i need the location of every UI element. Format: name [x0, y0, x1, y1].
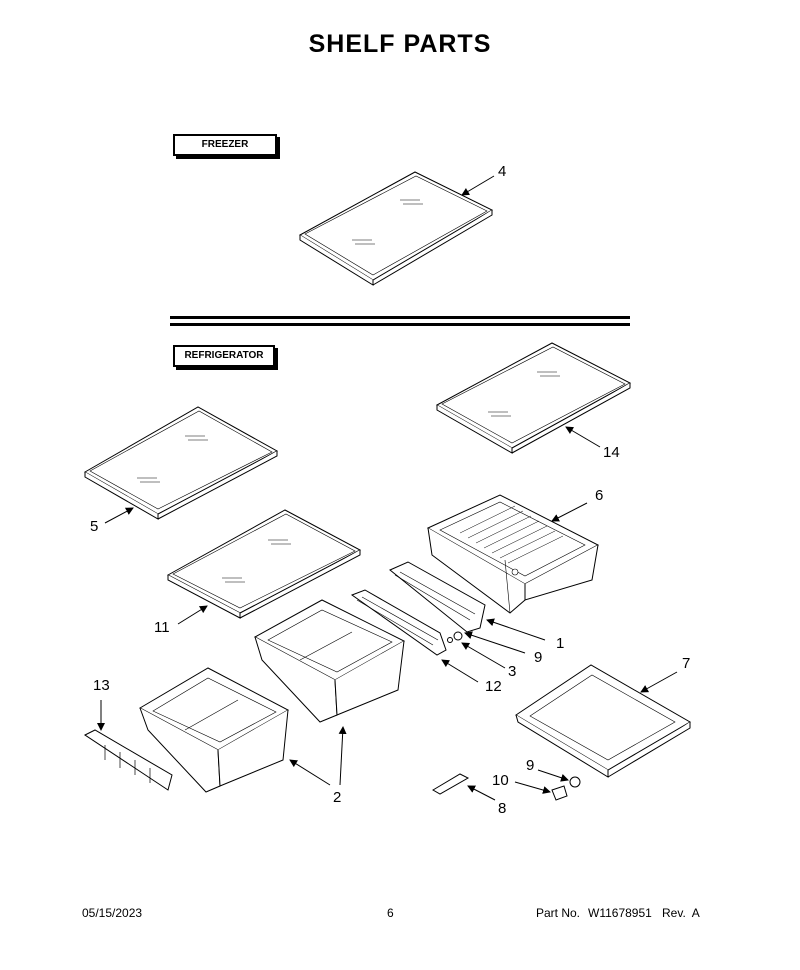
callout-1: 1	[556, 635, 565, 652]
part-2-crisper-drawer-left	[138, 667, 290, 793]
leader-10	[514, 781, 551, 794]
page-title: SHELF PARTS	[308, 30, 492, 58]
leader-4	[461, 175, 495, 196]
part-13-bracket	[84, 729, 173, 791]
callout-12: 12	[485, 678, 502, 695]
callout-13: 13	[93, 677, 110, 694]
part-11-shelf	[166, 509, 362, 619]
footer-revision: Rev. A	[662, 906, 700, 920]
leader-6	[551, 502, 588, 522]
footer-date: 05/15/2023	[82, 906, 143, 920]
callout-7: 7	[682, 655, 691, 672]
leader-12	[441, 659, 479, 683]
freezer-section-label: FREEZER	[173, 134, 277, 156]
callout-8: 8	[498, 800, 507, 817]
part-3-roller	[447, 631, 463, 643]
footer-page-number: 6	[387, 906, 394, 920]
leader-2b	[338, 726, 347, 786]
part-12-rail	[350, 589, 447, 656]
leader-8	[467, 785, 496, 801]
part-9-knob	[569, 776, 581, 788]
leader-14	[565, 426, 601, 448]
footer-part-number: W11678951	[588, 906, 652, 920]
part-14-shelf	[435, 342, 632, 454]
leader-5	[104, 507, 134, 524]
callout-3: 3	[508, 663, 517, 680]
callout-14: 14	[603, 444, 620, 461]
refrigerator-section-label: REFRIGERATOR	[173, 345, 275, 367]
part-10-roller	[551, 785, 568, 801]
callout-10: 10	[492, 772, 509, 789]
callout-9-top: 9	[534, 649, 543, 666]
part-1-rail	[389, 561, 486, 633]
section-divider	[170, 316, 630, 326]
callout-2: 2	[333, 789, 342, 806]
leader-11	[177, 605, 208, 625]
callout-5: 5	[90, 518, 99, 535]
leader-3	[461, 642, 506, 669]
part-5-shelf	[83, 406, 279, 520]
part-4-freezer-shelf	[299, 171, 494, 286]
callout-11: 11	[154, 619, 170, 636]
part-7-cover	[515, 664, 691, 778]
footer-part-label: Part No.	[536, 906, 581, 920]
part-8-clip	[432, 773, 470, 795]
leader-1	[486, 618, 546, 641]
callout-4: 4	[498, 163, 507, 180]
part-2-crisper-drawer-right	[253, 599, 406, 723]
leader-9-bottom	[537, 769, 569, 782]
part-6-deli-drawer	[426, 494, 600, 614]
callout-9-bottom: 9	[526, 757, 535, 774]
leader-7	[640, 671, 678, 693]
leader-2a	[289, 759, 331, 786]
leader-9-top	[464, 631, 526, 654]
callout-6: 6	[595, 487, 604, 504]
leader-lines	[97, 175, 678, 801]
